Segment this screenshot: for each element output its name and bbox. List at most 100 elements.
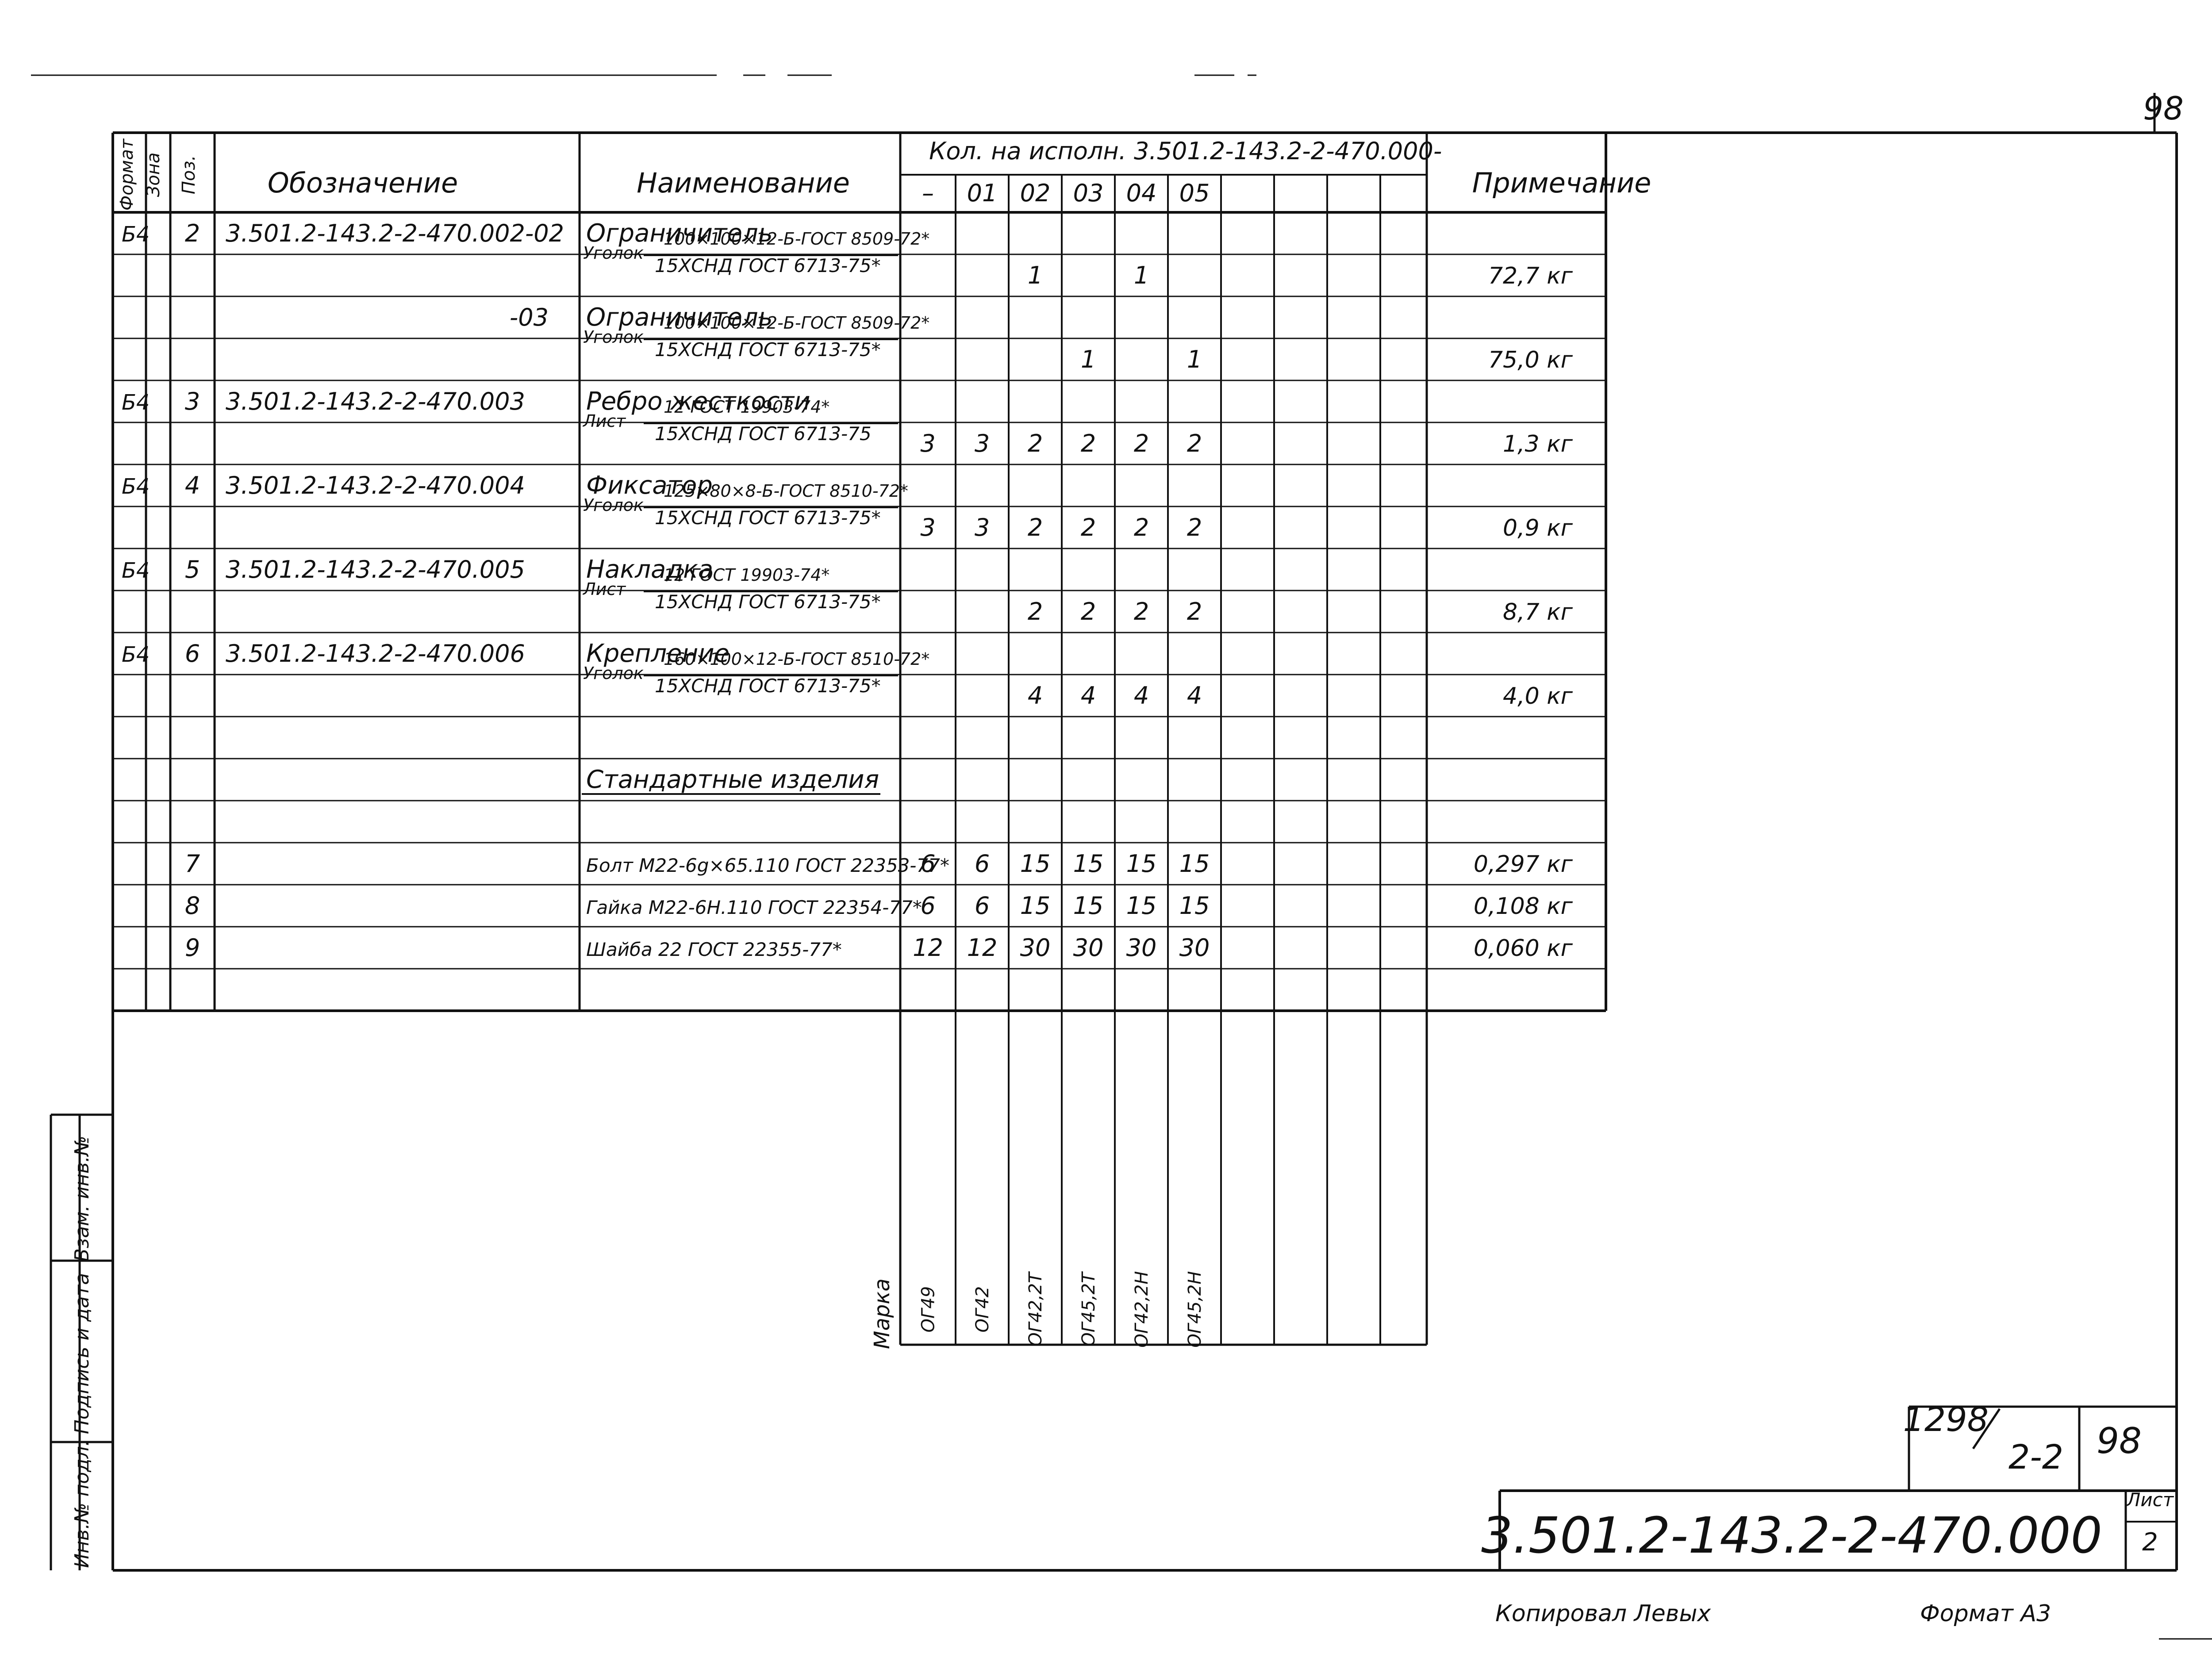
row-material-kind: Лист <box>582 411 626 431</box>
header-note: Примечание <box>1472 167 1651 199</box>
row-name: Ребро жесткости <box>586 387 810 416</box>
row-qty-2: 2 <box>1028 430 1043 457</box>
side-label-vzam: Взам. инв.№ <box>71 1136 93 1262</box>
row-note: 8,7 кг <box>1503 599 1573 625</box>
row-material-kind: Уголок <box>583 664 644 683</box>
header-name: Наименование <box>637 167 850 199</box>
row-designation: -03 <box>510 303 549 331</box>
marks-label: Марка <box>870 1278 895 1349</box>
document-code: 3.501.2-143.2-2-470.000 <box>1481 1507 2102 1565</box>
mark-value-3: ОГ45,2Т <box>1079 1271 1099 1346</box>
mark-value-1: ОГ42 <box>972 1286 993 1333</box>
row-position: 6 <box>185 640 200 667</box>
row-qty-4: 2 <box>1134 514 1149 541</box>
header-zone: Зона <box>143 153 164 197</box>
row-material-kind: Уголок <box>583 495 644 515</box>
section-title: Стандартные изделия <box>586 765 879 794</box>
row-qty-0: 12 <box>913 934 943 962</box>
row-note: 72,7 кг <box>1488 263 1573 289</box>
row-qty-3: 2 <box>1081 598 1096 625</box>
row-qty-0: 6 <box>920 892 935 920</box>
row-name: Ограничитель <box>586 303 773 332</box>
row-material-kind: Уголок <box>583 243 644 263</box>
row-qty-5: 15 <box>1179 892 1210 920</box>
footer-copied-by: Копировал Левых <box>1495 1600 1711 1627</box>
corner-sheet-number: 98 <box>2143 90 2184 127</box>
row-qty-5: 2 <box>1187 430 1202 457</box>
variant-header-4: 04 <box>1126 179 1157 207</box>
row-note: 1,3 кг <box>1503 431 1573 457</box>
header-format: Формат <box>117 138 137 211</box>
row-material-profile: 100×100×12-Б-ГОСТ 8509-72* <box>664 313 929 333</box>
stamp-list-value: 2 <box>2142 1528 2158 1557</box>
row-qty-3: 30 <box>1073 934 1104 962</box>
row-name: Накладка <box>586 555 713 584</box>
row-position: 8 <box>185 892 200 920</box>
row-material-steel: 15ХСНД ГОСТ 6713-75* <box>655 591 881 613</box>
footer-format: Формат А3 <box>1920 1600 2051 1627</box>
row-qty-4: 15 <box>1126 850 1157 878</box>
row-position: 3 <box>185 387 200 415</box>
row-note: 0,060 кг <box>1474 935 1573 962</box>
row-format: Б4 <box>122 390 150 415</box>
row-name: Гайка М22-6Н.110 ГОСТ 22354-77* <box>586 897 922 918</box>
row-name: Ограничитель <box>586 219 773 248</box>
row-note: 0,9 кг <box>1503 515 1573 541</box>
row-name: Фиксатор <box>586 471 713 500</box>
row-qty-3: 15 <box>1073 850 1104 878</box>
mark-value-5: ОГ45,2Н <box>1185 1271 1205 1348</box>
row-name: Крепление <box>586 639 730 668</box>
row-designation: 3.501.2-143.2-2-470.003 <box>226 387 525 415</box>
row-qty-1: 6 <box>975 892 990 920</box>
row-note: 75,0 кг <box>1488 347 1573 373</box>
row-note: 0,297 кг <box>1474 851 1573 878</box>
row-material-steel: 15ХСНД ГОСТ 6713-75* <box>655 507 881 529</box>
header-qty-group: Кол. на исполн. 3.501.2-143.2-2-470.000- <box>929 137 1442 165</box>
side-label-inv-podl: Инв.№ подл. <box>71 1440 93 1568</box>
row-position: 2 <box>185 219 200 247</box>
row-qty-2: 4 <box>1028 682 1043 710</box>
row-qty-3: 1 <box>1081 345 1096 373</box>
row-qty-1: 12 <box>967 934 998 962</box>
row-qty-2: 15 <box>1020 850 1051 878</box>
variant-header-2: 02 <box>1020 179 1051 207</box>
row-format: Б4 <box>122 474 150 499</box>
row-qty-5: 1 <box>1187 345 1202 373</box>
row-qty-2: 15 <box>1020 892 1051 920</box>
row-qty-0: 6 <box>920 850 935 878</box>
album-number-top: 1298 <box>1903 1400 1989 1439</box>
row-name: Шайба 22 ГОСТ 22355-77* <box>586 939 842 960</box>
row-note: 4,0 кг <box>1503 683 1573 710</box>
row-material-steel: 15ХСНД ГОСТ 6713-75* <box>655 339 881 361</box>
row-qty-5: 30 <box>1179 934 1210 962</box>
stamp-page-number: 98 <box>2097 1420 2142 1462</box>
row-qty-3: 15 <box>1073 892 1104 920</box>
row-format: Б4 <box>122 222 150 247</box>
row-qty-5: 4 <box>1187 682 1202 710</box>
row-material-profile: 160×100×12-Б-ГОСТ 8510-72* <box>664 649 929 669</box>
row-position: 7 <box>185 850 200 878</box>
mark-value-0: ОГ49 <box>918 1286 939 1333</box>
album-number-bottom: 2-2 <box>2008 1437 2063 1477</box>
row-position: 5 <box>185 556 200 583</box>
row-material-steel: 15ХСНД ГОСТ 6713-75* <box>655 255 881 276</box>
row-position: 9 <box>185 934 200 962</box>
row-note: 0,108 кг <box>1474 893 1573 920</box>
row-qty-4: 2 <box>1134 598 1149 625</box>
variant-header-0: – <box>922 179 934 207</box>
grid-line <box>1972 1408 2001 1450</box>
row-format: Б4 <box>122 642 150 667</box>
side-label-podpis: Подпись и дата <box>71 1273 93 1434</box>
row-position: 4 <box>185 472 200 499</box>
row-material-profile: 125×80×8-Б-ГОСТ 8510-72* <box>664 481 908 501</box>
row-qty-2: 2 <box>1028 514 1043 541</box>
row-material-kind: Лист <box>582 579 626 599</box>
row-qty-4: 4 <box>1134 682 1149 710</box>
row-qty-4: 15 <box>1126 892 1157 920</box>
row-material-steel: 15ХСНД ГОСТ 6713-75 <box>655 423 872 445</box>
row-material-steel: 15ХСНД ГОСТ 6713-75* <box>655 675 881 697</box>
row-material-kind: Уголок <box>583 327 644 347</box>
row-qty-4: 30 <box>1126 934 1157 962</box>
row-qty-1: 3 <box>975 514 990 541</box>
